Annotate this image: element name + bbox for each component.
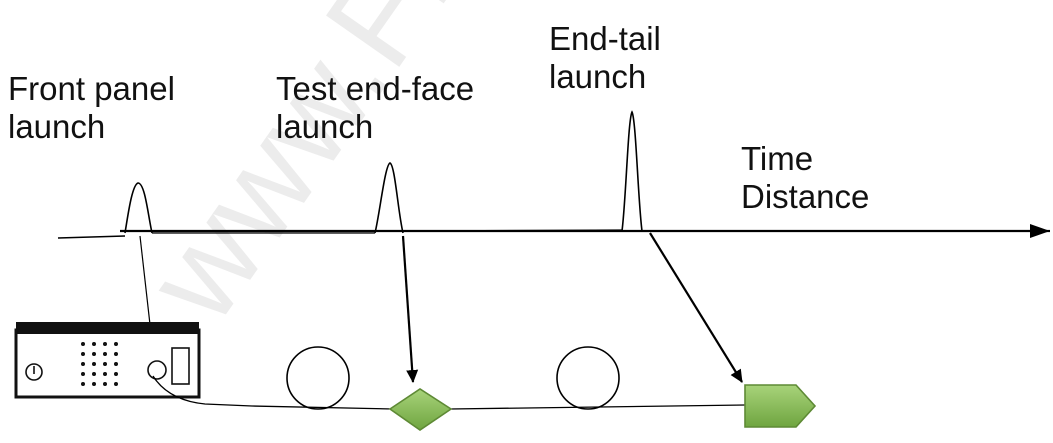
axis-arrowhead-icon <box>1030 224 1050 238</box>
end-tail-reflection-peak <box>621 110 643 232</box>
keypad-grid-icon <box>81 342 118 386</box>
trace-left-segment <box>57 235 126 239</box>
test-endface-connector <box>388 388 453 431</box>
test-endface-launch-label: Test end-face launch <box>276 70 475 145</box>
launch-fiber <box>152 375 394 410</box>
watermark-text: www.Fibe <box>118 0 561 347</box>
end-tail-launch-label: End-tail launch <box>549 20 661 95</box>
power-button-icon <box>25 363 43 381</box>
end-tail-pointer-arrow <box>649 232 743 383</box>
end-tail-connector <box>744 384 817 428</box>
time-distance-label: Time Distance <box>741 140 870 215</box>
receive-fiber-spool-icon <box>556 346 620 410</box>
front-panel-launch-label: Front panel launch <box>8 70 175 145</box>
fiber-port-icon <box>147 360 167 380</box>
launch-fiber-spool-icon <box>286 346 350 410</box>
otdr-instrument <box>14 322 201 399</box>
test-endface-pointer-arrow <box>401 235 419 383</box>
display-slot-icon <box>171 347 190 385</box>
trace-noise-floor <box>152 229 690 234</box>
test-endface-reflection-peak <box>374 162 404 234</box>
front-panel-reflection-peak <box>124 182 153 234</box>
